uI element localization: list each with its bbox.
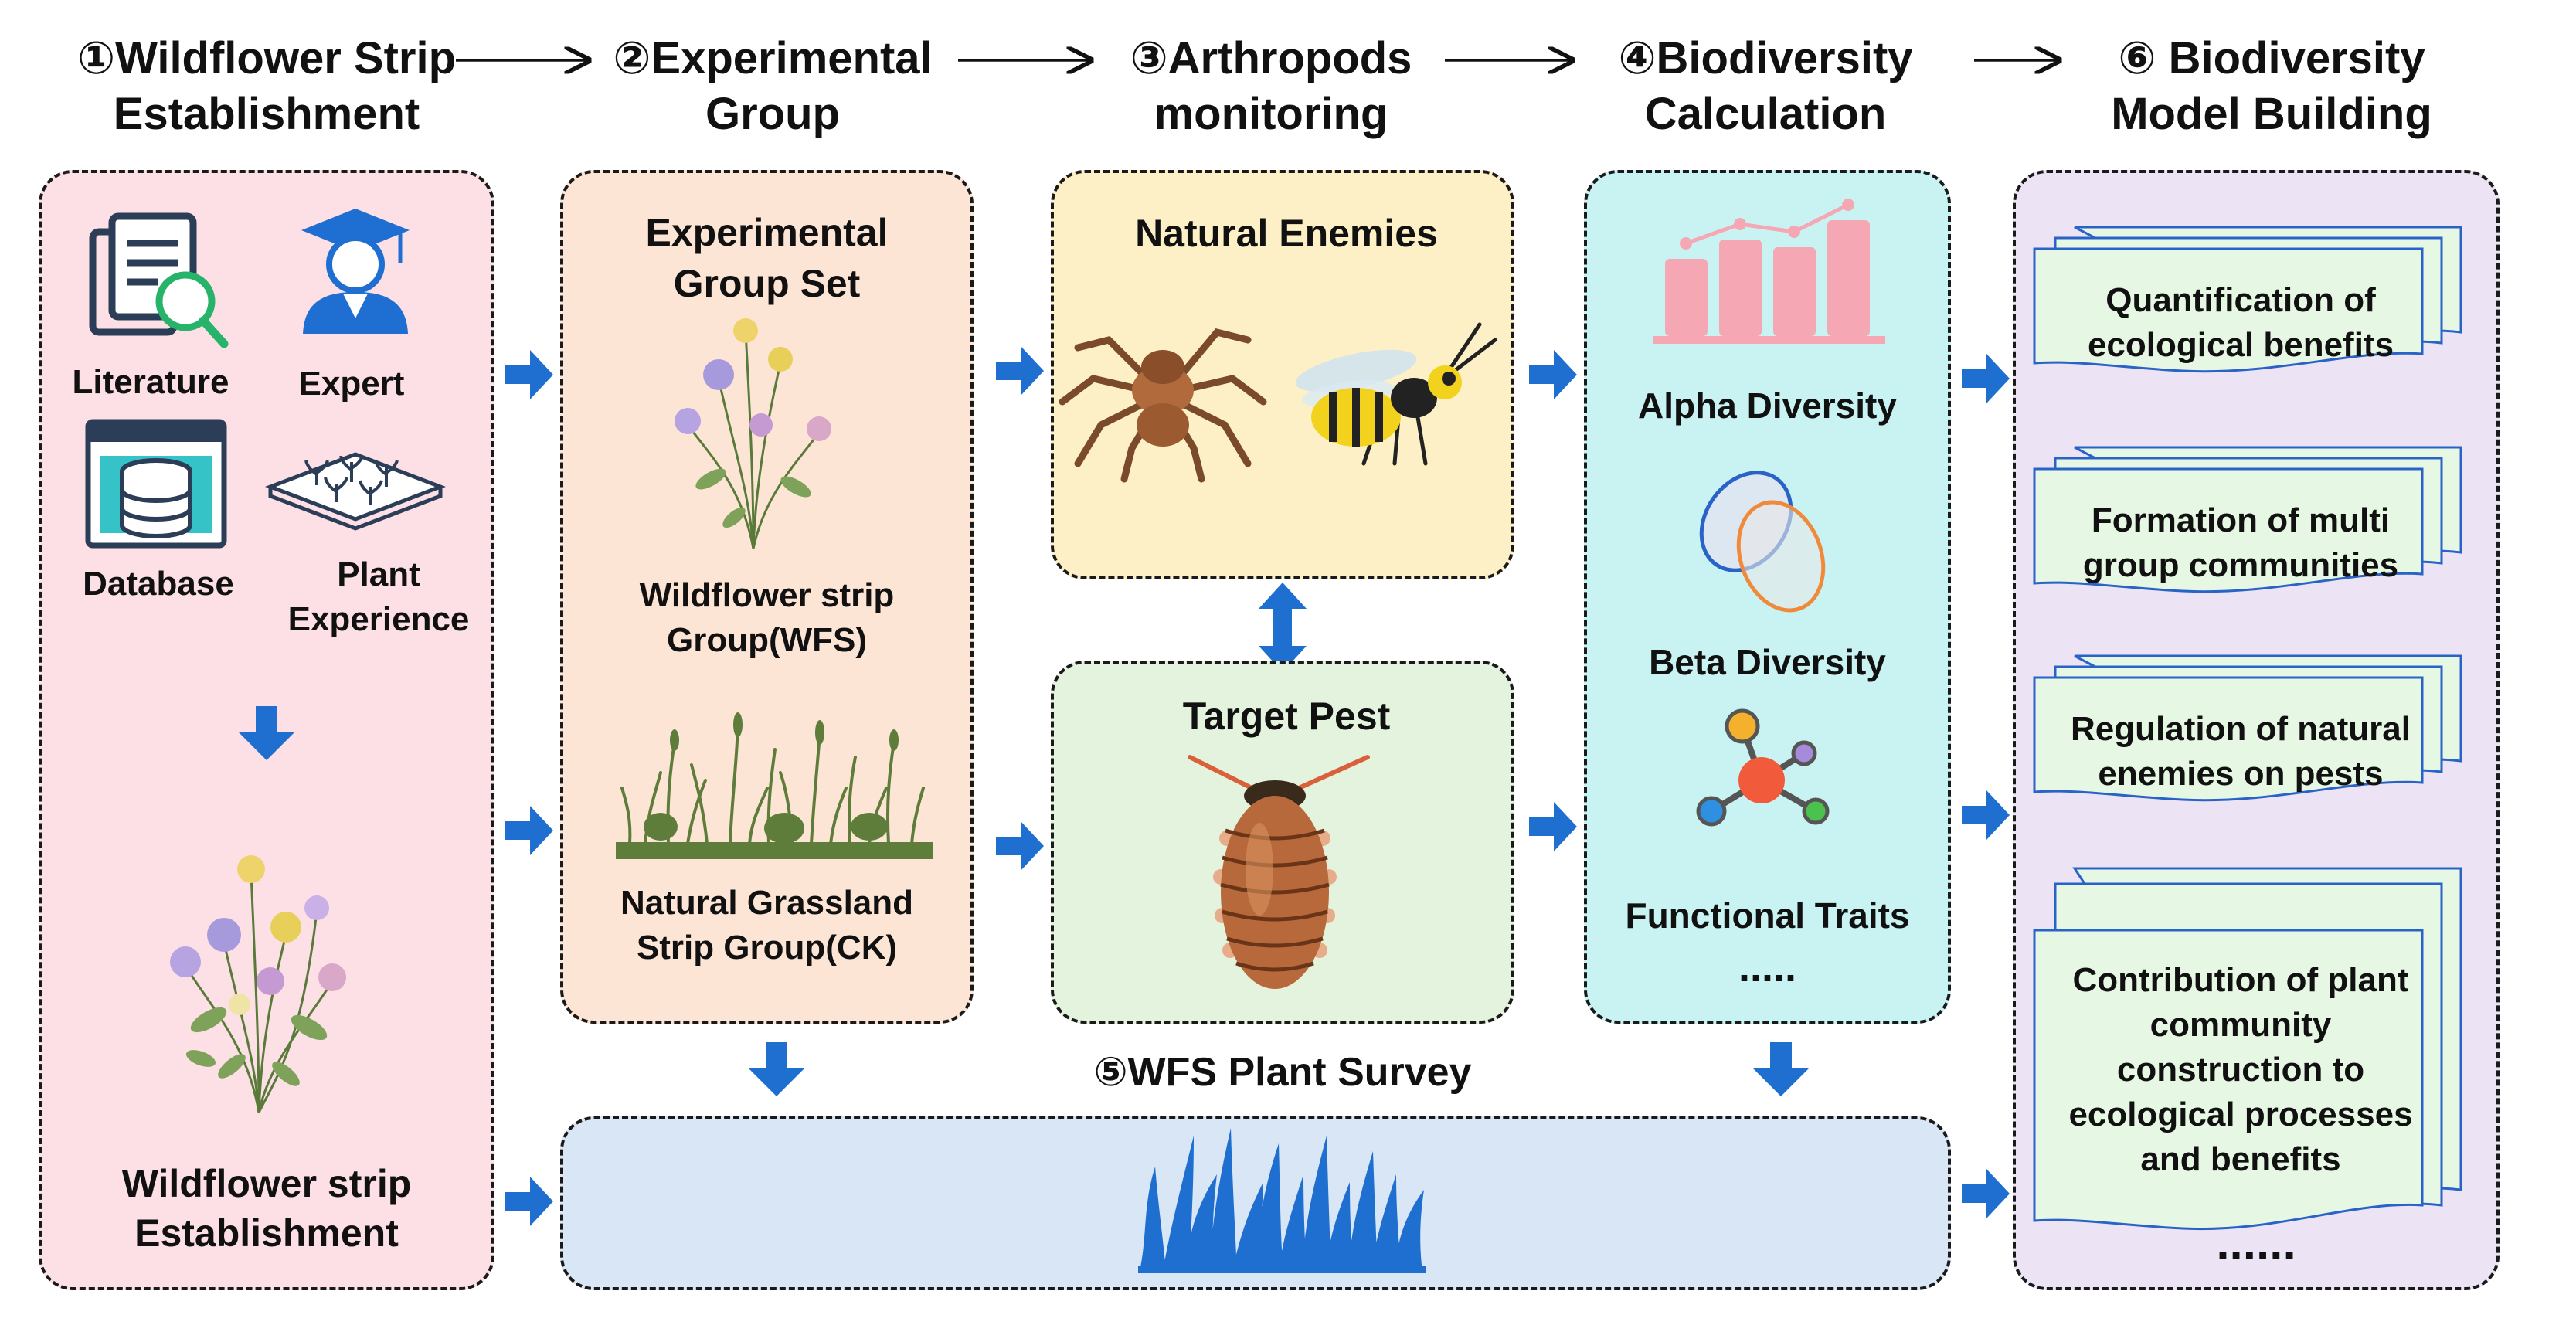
arrow-right-2-3-mid	[996, 821, 1044, 871]
model-card-3: Regulation of natural enemies on pests	[2028, 653, 2476, 807]
model-card-1: Quantification of ecological benefits	[2028, 224, 2476, 379]
model-card-1-line1: Quantification of	[2105, 281, 2376, 319]
natural-enemies-title: Natural Enemies	[1135, 212, 1438, 255]
model-card-1-text: Quantification of ecological benefits	[2059, 278, 2422, 368]
alpha-diversity-label: Alpha Diversity	[1638, 386, 1897, 426]
wasp-illustration	[1295, 322, 1497, 466]
bar-chart-icon	[1653, 199, 1885, 344]
model-card-4-line4: ecological processes	[2068, 1096, 2413, 1133]
model-card-4-text: Contribution of plant community construc…	[2059, 958, 2422, 1182]
header-step-2-line1: ②Experimental	[613, 33, 933, 83]
model-card-3-line1: Regulation of natural	[2071, 710, 2411, 748]
header-step-3: ③Arthropods monitoring	[1097, 31, 1445, 142]
arrow-right-4-6-mid	[1962, 790, 2010, 840]
stacked-doc-icon	[2033, 226, 2462, 373]
experimental-group-set-line1: Experimental	[645, 211, 889, 254]
arrow-down-4-5	[1753, 1042, 1809, 1096]
arrow-down-2-5	[749, 1042, 804, 1096]
wfs-group-label: Wildflower strip Group(WFS)	[564, 573, 970, 663]
header-step-6: ⑥ Biodiversity Model Building	[2071, 31, 2472, 142]
stacked-doc-icon	[2033, 867, 2462, 1231]
plant-field-icon	[264, 452, 447, 531]
plant-experience-line1: Plant	[337, 555, 420, 593]
header-step-1: ①Wildflower Strip Establishment	[35, 31, 498, 142]
model-card-4-line1: Contribution of plant	[2072, 961, 2409, 999]
wildflower-strip-establishment-line1: Wildflower strip	[121, 1162, 412, 1205]
model-card-3-text: Regulation of natural enemies on pests	[2059, 707, 2422, 797]
stacked-doc-icon	[2033, 446, 2462, 593]
header-step-2: ②Experimental Group	[595, 31, 950, 142]
ck-group-label: Natural Grassland Strip Group(CK)	[564, 881, 970, 970]
database-label: Database	[83, 565, 234, 603]
ck-group-line1: Natural Grassland	[620, 884, 914, 922]
header-step-2-line2: Group	[705, 89, 840, 139]
target-pest-title: Target Pest	[1182, 695, 1391, 738]
wfs-group-line2: Group(WFS)	[666, 621, 868, 659]
model-card-4: Contribution of plant community construc…	[2028, 865, 2476, 1236]
header-step-6-line1: ⑥ Biodiversity	[2118, 33, 2425, 83]
arrow-right-3-4-top	[1529, 350, 1577, 399]
model-card-2: Formation of multi group communities	[2028, 444, 2476, 599]
header-step-4: ④Biodiversity Calculation	[1592, 31, 1939, 142]
grassland-illustration	[616, 712, 933, 859]
panel6-ellipsis: ......	[2216, 1217, 2296, 1270]
plant-experience-label: Plant Experience	[274, 552, 483, 642]
pest-illustration	[1188, 755, 1370, 989]
model-card-2-line2: group communities	[2082, 546, 2399, 584]
header-arrows	[456, 0, 2576, 124]
wildflower-strip-establishment-line2: Establishment	[134, 1211, 399, 1255]
beta-diversity-label: Beta Diversity	[1649, 642, 1886, 682]
grass-silhouette-illustration	[1138, 1128, 1426, 1273]
experimental-group-set-line2: Group Set	[673, 262, 861, 305]
header-step-3-line2: monitoring	[1154, 89, 1388, 139]
wfs-bouquet-illustration	[675, 318, 831, 549]
model-card-4-line5: and benefits	[2140, 1140, 2341, 1178]
arrow-right-1-5	[505, 1177, 553, 1226]
panel4-ellipsis: .....	[1738, 944, 1796, 990]
model-card-4-line2: community	[2149, 1006, 2332, 1044]
arrow-right-5-6	[1962, 1169, 2010, 1218]
functional-traits-label: Functional Traits	[1625, 895, 1910, 936]
ck-group-line2: Strip Group(CK)	[636, 929, 898, 967]
literature-label: Literature	[72, 363, 229, 401]
wildflower-bouquet-illustration	[170, 855, 346, 1113]
literature-icon	[89, 212, 229, 348]
double-arrow-vertical	[1259, 583, 1307, 672]
model-card-2-text: Formation of multi group communities	[2059, 498, 2422, 588]
header-step-4-line1: ④Biodiversity	[1618, 33, 1913, 83]
header-step-1-line2: Establishment	[113, 89, 420, 139]
expert-label: Expert	[298, 365, 405, 403]
header-step-3-line1: ③Arthropods	[1130, 33, 1412, 83]
wildflower-strip-establishment-label: Wildflower strip Establishment	[46, 1159, 487, 1258]
experimental-group-set-title: Experimental Group Set	[564, 207, 970, 309]
spider-illustration	[1059, 328, 1267, 483]
arrow-right-3-4-mid	[1529, 802, 1577, 851]
arrow-right-2-3-top	[996, 346, 1044, 396]
arrow-right-1-2-top	[505, 350, 553, 399]
stacked-doc-icon	[2033, 654, 2462, 802]
arrow-down-panel1	[239, 706, 294, 760]
model-card-3-line2: enemies on pests	[2098, 755, 2384, 793]
panel-experimental-group	[560, 170, 974, 1024]
model-card-1-line2: ecological benefits	[2087, 326, 2394, 364]
beta-diversity-venn-icon	[1699, 471, 1826, 613]
arrow-right-1-2-mid	[505, 806, 553, 855]
arrow-right-4-6-top	[1962, 354, 2010, 403]
header-step-6-line2: Model Building	[2111, 89, 2432, 139]
functional-traits-network-icon	[1696, 708, 1830, 827]
model-card-4-line3: construction to	[2116, 1051, 2365, 1089]
wfs-group-line1: Wildflower strip	[639, 576, 895, 614]
header-step-1-line1: ①Wildflower Strip	[76, 33, 457, 83]
model-card-2-line1: Formation of multi	[2091, 501, 2391, 539]
expert-icon	[301, 209, 410, 334]
header-step-4-line2: Calculation	[1644, 89, 1887, 139]
database-icon	[85, 419, 227, 549]
wfs-plant-survey-title: ⑤WFS Plant Survey	[1093, 1050, 1472, 1095]
plant-experience-line2: Experience	[287, 600, 470, 638]
